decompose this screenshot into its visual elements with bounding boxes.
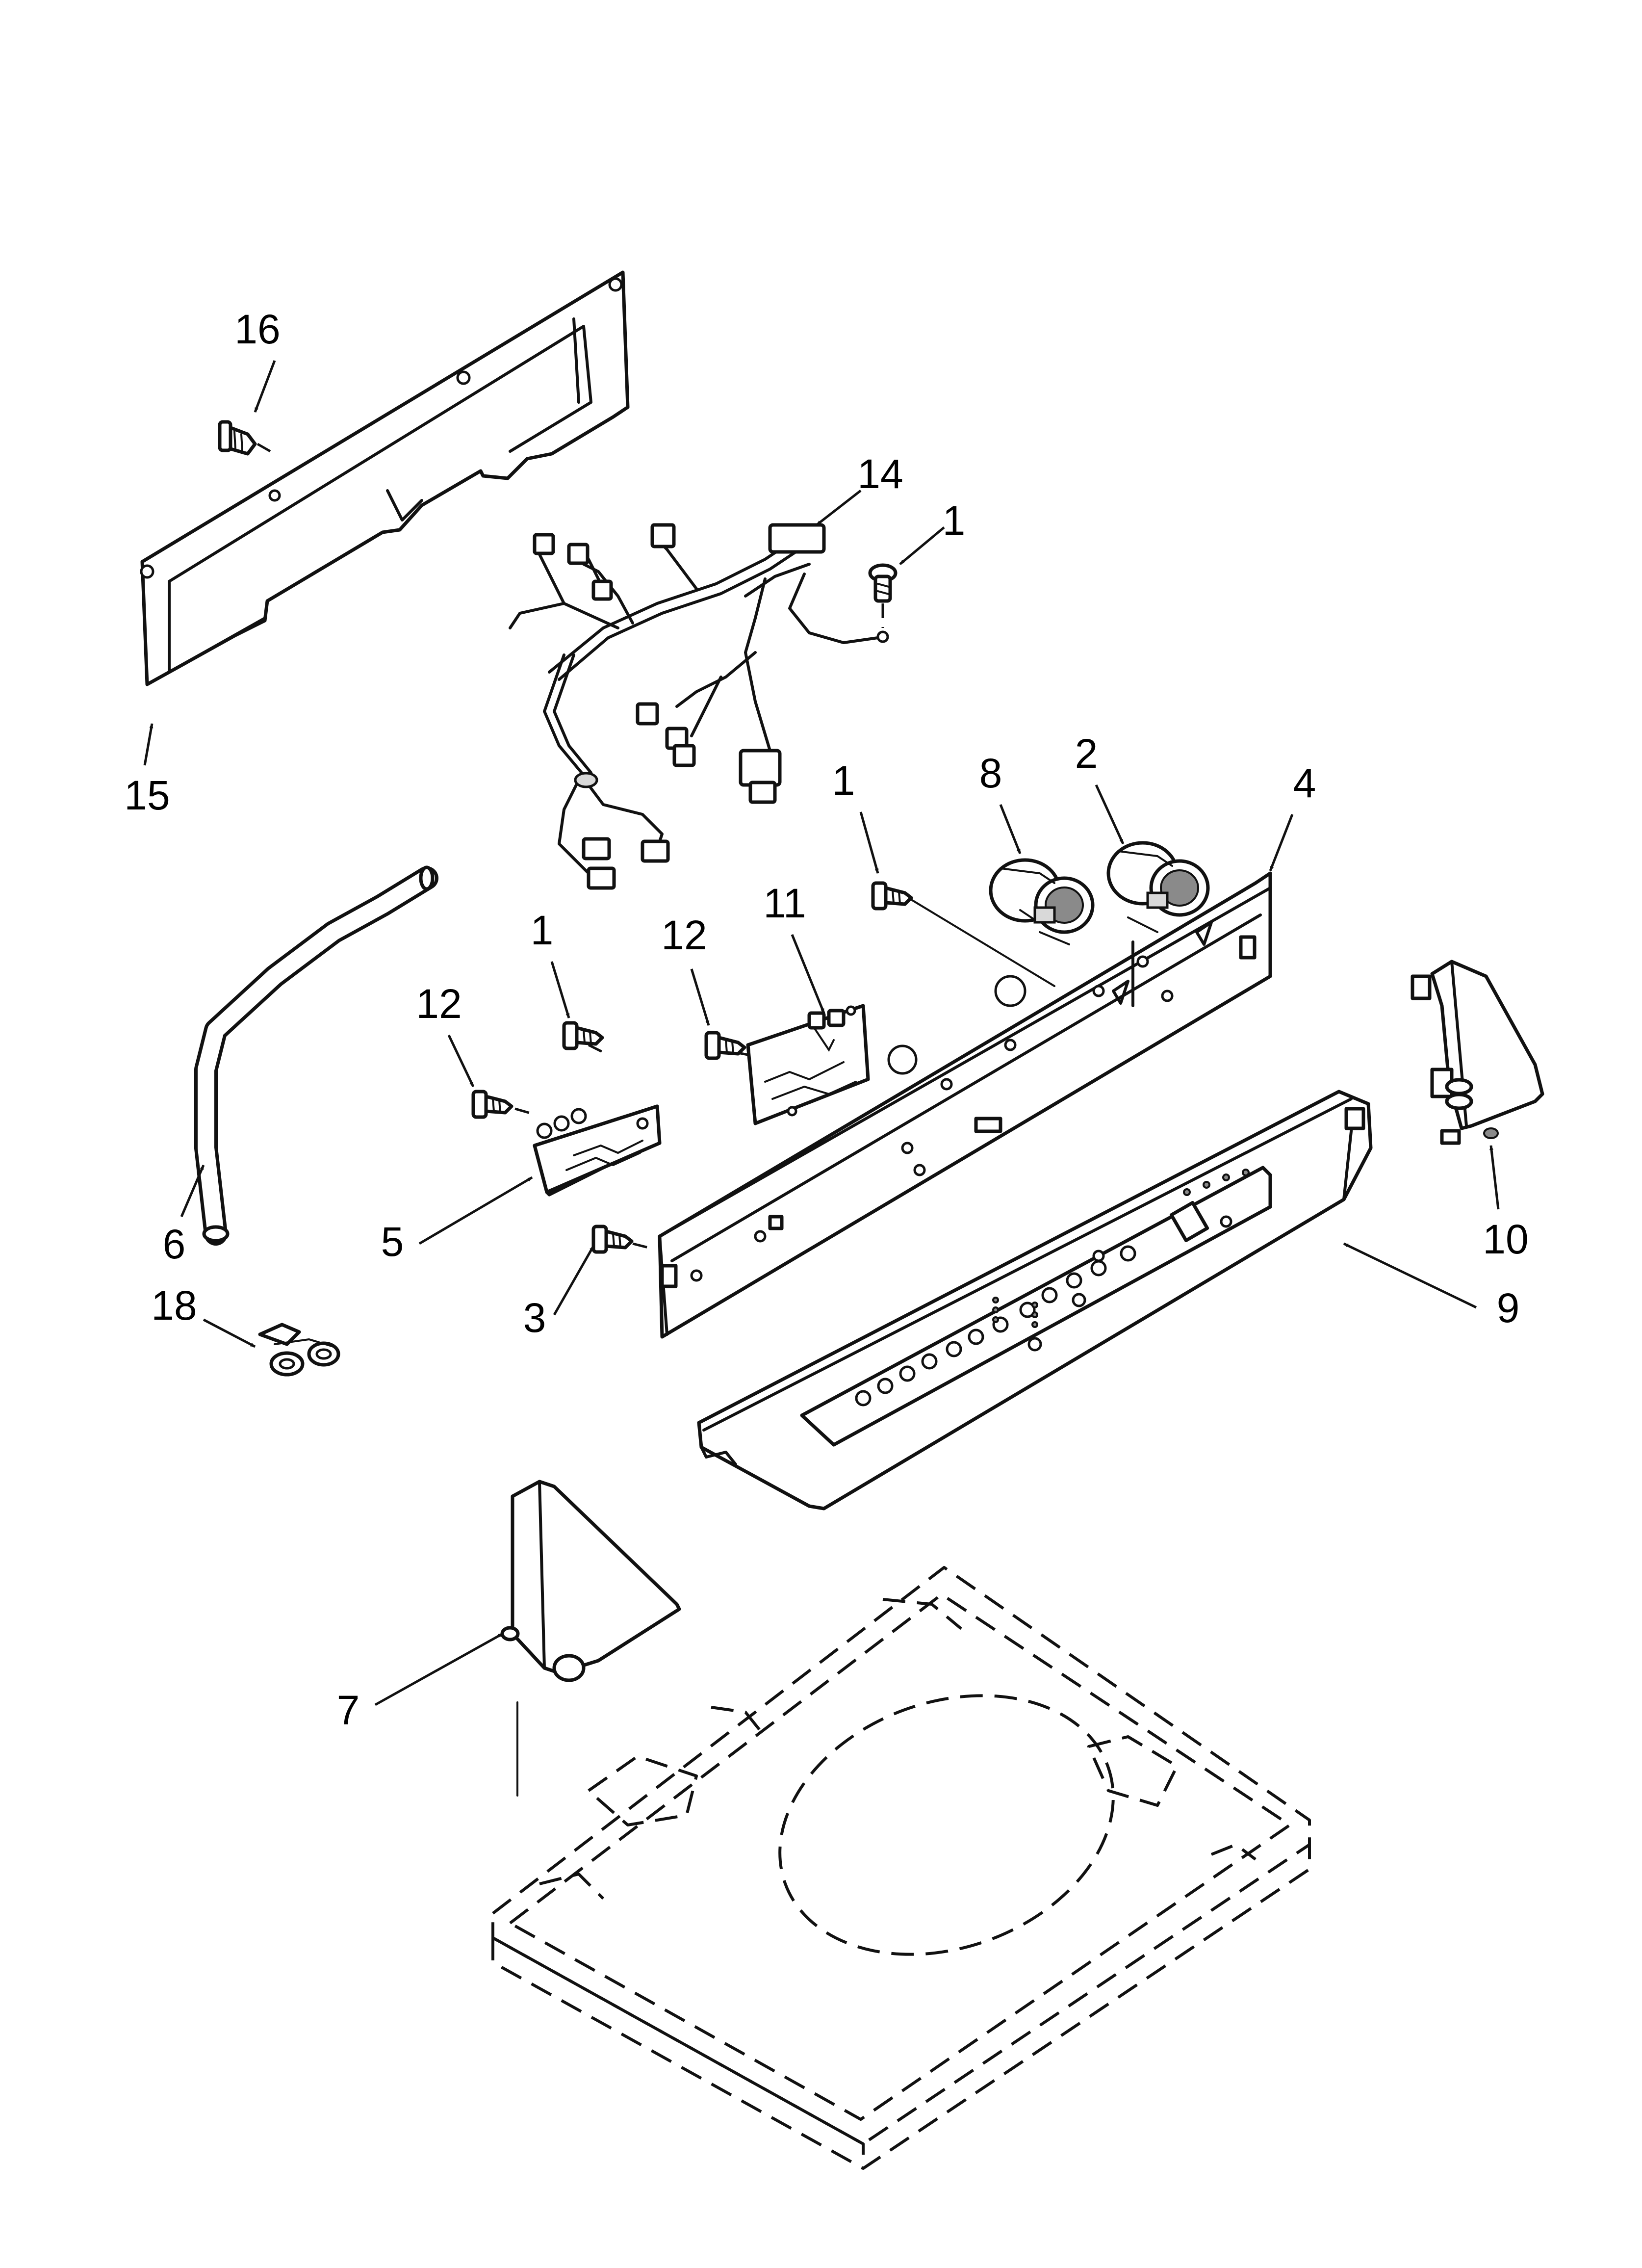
callout-2: 2 <box>1075 730 1098 777</box>
callout-10: 10 <box>1483 1216 1528 1262</box>
leader-5 <box>418 1176 533 1245</box>
callout-18: 18 <box>151 1282 197 1329</box>
callout-14: 14 <box>857 451 903 497</box>
screw-3 <box>591 1225 653 1254</box>
leader-4 <box>1269 814 1294 871</box>
control-board-left <box>533 1043 662 1197</box>
screw-12-mid <box>704 1031 746 1060</box>
callout-4: 4 <box>1293 760 1316 806</box>
screw-12-left <box>471 1090 533 1119</box>
screw-1-left <box>562 1021 604 1050</box>
leader-7 <box>374 1632 504 1706</box>
switch-8-leader-dash <box>1039 931 1070 945</box>
console-panel <box>697 1090 1373 1511</box>
wiring-harness <box>509 523 889 890</box>
callout-16: 16 <box>234 306 280 352</box>
callout-labels: 16 14 1 15 1 8 2 4 11 12 1 12 10 6 5 9 1… <box>124 306 1528 1733</box>
callout-1-mid: 1 <box>832 757 855 804</box>
leader-6 <box>180 1165 205 1217</box>
leader-1-mid <box>859 811 879 874</box>
end-cap-right <box>1411 960 1544 1145</box>
leader-16 <box>254 360 276 413</box>
leader-2 <box>1095 784 1125 845</box>
leader-10 <box>1489 1145 1500 1210</box>
callout-1-top: 1 <box>943 497 966 544</box>
screw-1-mid <box>871 881 1055 987</box>
callout-15: 15 <box>124 772 170 818</box>
hose-clips <box>258 1323 340 1377</box>
callout-3: 3 <box>523 1295 546 1341</box>
callout-5: 5 <box>381 1219 404 1265</box>
leader-18 <box>203 1318 256 1348</box>
leader-3 <box>553 1245 595 1316</box>
callout-8: 8 <box>979 750 1002 796</box>
callout-11: 11 <box>763 880 806 926</box>
callout-12-left: 12 <box>416 981 462 1027</box>
callout-7: 7 <box>337 1687 360 1733</box>
leader-14 <box>816 490 862 526</box>
leader-1-left <box>550 961 570 1018</box>
leader-8 <box>999 804 1022 854</box>
leader-1-top <box>899 526 945 565</box>
switch-2 <box>1106 841 1210 933</box>
switch-8 <box>989 858 1095 934</box>
callout-12-mid: 12 <box>661 912 707 958</box>
leader-11 <box>791 934 825 1014</box>
leader-arrows <box>143 360 1500 1706</box>
hose <box>194 865 438 1246</box>
callout-1-left: 1 <box>531 907 554 953</box>
control-panel-bracket <box>658 871 1272 1339</box>
ground-screw <box>868 563 898 628</box>
leader-12-mid <box>690 968 710 1026</box>
cabinet-top-outline <box>491 1566 1311 2170</box>
screw-16 <box>218 420 276 456</box>
rear-panel-bracket <box>140 270 630 686</box>
end-cap-left <box>500 1480 681 1797</box>
leader-15 <box>143 723 154 766</box>
leader-12-left <box>447 1034 475 1088</box>
leader-9 <box>1343 1242 1477 1309</box>
control-board-middle <box>735 1004 870 1125</box>
callout-9: 9 <box>1497 1285 1520 1331</box>
callout-6: 6 <box>163 1221 186 1267</box>
